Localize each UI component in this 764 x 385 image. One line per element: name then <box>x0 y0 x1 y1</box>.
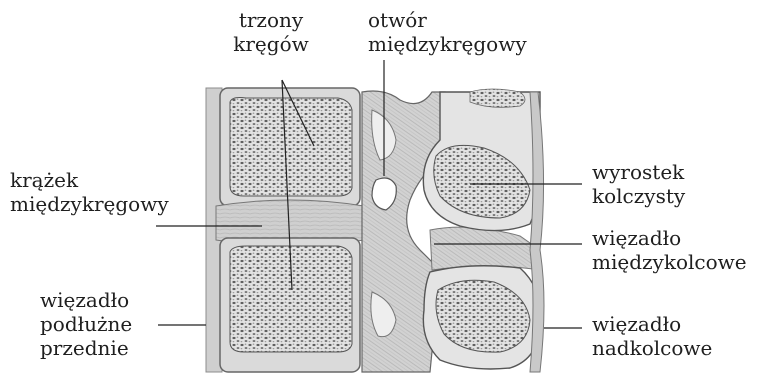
lower-spinous-process <box>423 266 540 369</box>
upper-spinous-process <box>423 89 541 231</box>
label-krazek-miedzykregowy: krążek międzykręgowy <box>10 168 169 216</box>
label-wiezadlo-miedzykolcowe: więzadło międzykolcowe <box>592 226 747 274</box>
interspinous-ligament-shape <box>430 227 540 270</box>
label-wiezadlo-nadkolcowe: więzadło nadkolcowe <box>592 312 712 360</box>
vertebral-column <box>206 88 544 372</box>
upper-vertebral-body <box>220 88 360 206</box>
label-trzony-kregow: trzony kręgów <box>218 8 324 56</box>
label-wyrostek-kolczysty: wyrostek kolczysty <box>592 160 685 208</box>
label-wiezadlo-podluzne-przednie: więzadło podłużne przednie <box>40 288 132 360</box>
supraspinous-ligament-shape <box>530 92 544 372</box>
label-otwor-miedzykregowy: otwór międzykręgowy <box>368 8 527 56</box>
